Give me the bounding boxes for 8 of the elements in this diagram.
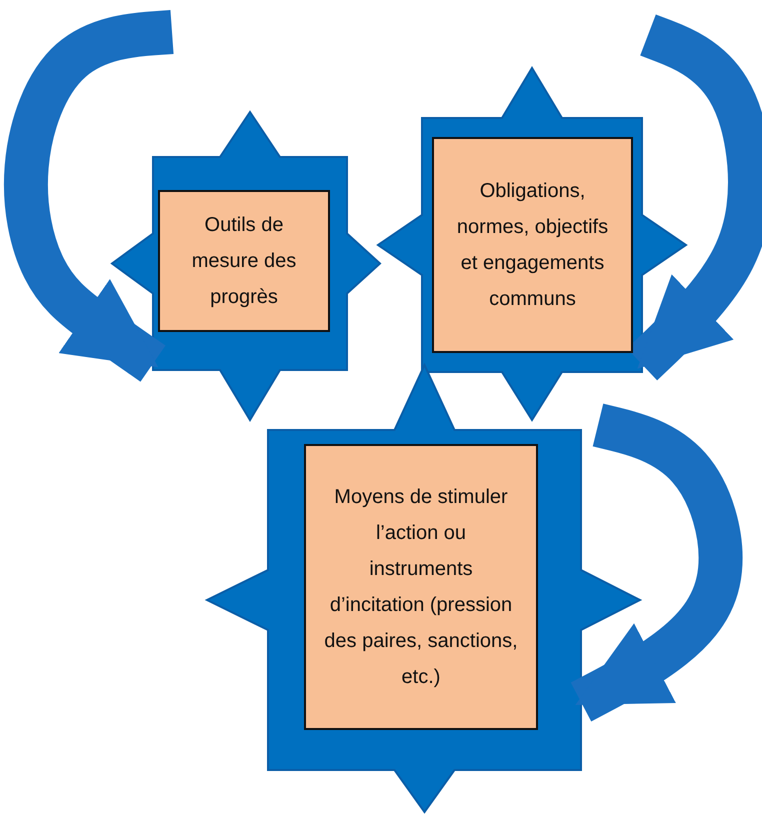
- text-box: [158, 190, 330, 332]
- curved-arrow: [4, 10, 176, 382]
- box-text: Moyens de stimuler l’action ou instruments d’incitation (pression des paires, sanctions, etc.): [323, 485, 519, 690]
- curved-arrow: [570, 404, 742, 722]
- box-text: Obligations, normes, objectifs et engagements communs: [456, 179, 610, 312]
- text-box: [304, 444, 538, 730]
- box-text: Outils de mesure des progrès: [190, 213, 298, 310]
- text-box: [432, 137, 633, 353]
